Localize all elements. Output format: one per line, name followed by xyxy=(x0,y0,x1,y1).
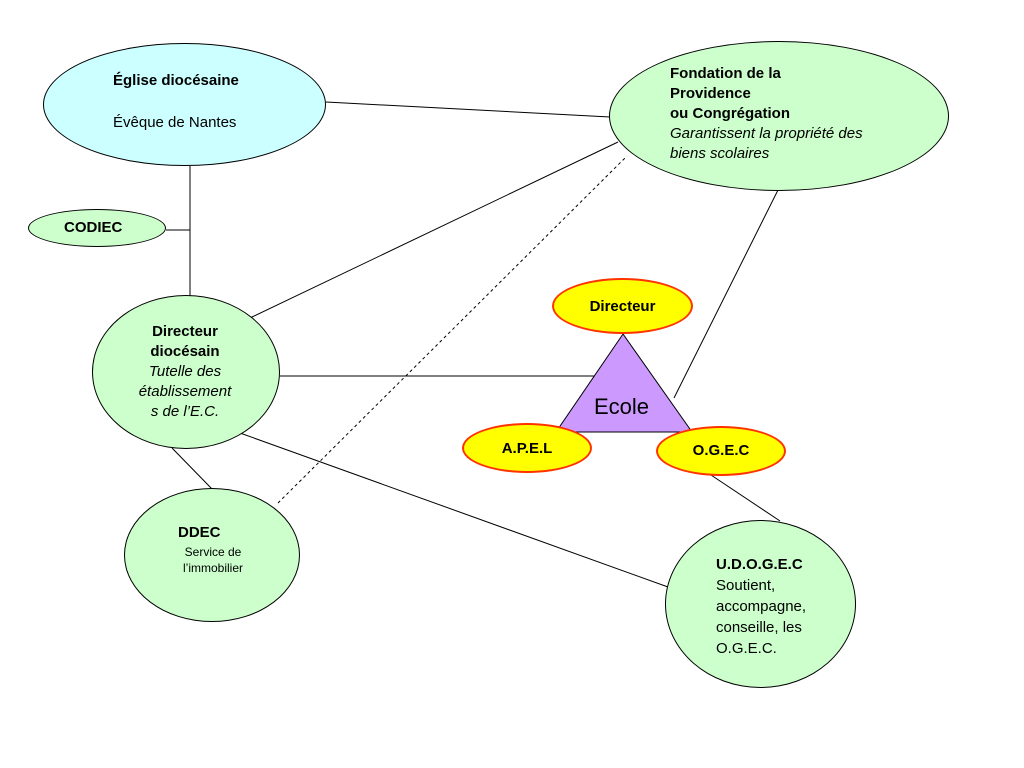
link-ogec-udogec xyxy=(710,474,781,522)
ddec-node xyxy=(124,488,300,622)
ecole-triangle xyxy=(555,333,693,433)
ogec-label: O.G.E.C xyxy=(692,442,750,459)
codiec-node xyxy=(28,209,166,247)
udogec-desc-line-3: conseille, les xyxy=(716,619,802,636)
ddec-desc: Service de l’immobilier xyxy=(163,544,263,576)
eglise-diocesaine-node xyxy=(43,43,326,166)
link-ddec-fondation-dashed xyxy=(277,155,628,504)
directeur-diocesain-text: Directeur diocésain Tutelle des établiss… xyxy=(110,322,260,422)
fondation-title-line-3: ou Congrégation xyxy=(670,105,790,122)
directeur-node xyxy=(552,278,693,334)
fondation-desc-line-2: biens scolaires xyxy=(670,145,770,162)
link-directeur-diocesain-udogec xyxy=(239,432,669,588)
udogec-desc-line-4: O.G.E.C. xyxy=(716,640,777,657)
ecole-label: Ecole xyxy=(594,394,650,419)
udogec-node xyxy=(665,520,856,688)
fondation-desc-line-1: Garantissent la propriété des xyxy=(670,125,863,142)
directeur-diocesain-title-line-1: Directeur xyxy=(152,323,218,340)
codiec-label: CODIEC xyxy=(64,219,123,236)
eglise-title: Église diocésaine xyxy=(113,72,239,89)
ddec-desc-line-2: l’immobilier xyxy=(182,561,243,575)
udogec-desc-line-2: accompagne, xyxy=(716,598,807,615)
link-fondation-directeur-diocesain xyxy=(249,141,619,319)
ddec-title: DDEC xyxy=(178,524,221,541)
ogec-node xyxy=(656,426,786,476)
udogec-desc-line-1: Soutient, xyxy=(716,577,776,594)
apel-label: A.P.E.L xyxy=(501,440,553,457)
apel-node xyxy=(462,423,592,473)
link-directeur-diocesain-ddec xyxy=(171,447,214,491)
link-fondation-ecole xyxy=(673,189,779,399)
directeur-diocesain-desc-line-3: s de l’E.C. xyxy=(150,403,220,420)
fondation-text: Fondation de la Providence ou Congrégati… xyxy=(670,64,863,164)
eglise-subtitle: Évêque de Nantes xyxy=(113,114,237,131)
directeur-diocesain-desc-line-2: établissement xyxy=(138,383,232,400)
udogec-text: U.D.O.G.E.C Soutient, accompagne, consei… xyxy=(716,554,806,659)
udogec-title: U.D.O.G.E.C xyxy=(716,556,803,573)
directeur-diocesain-desc-line-1: Tutelle des xyxy=(148,363,222,380)
directeur-diocesain-title-line-2: diocésain xyxy=(150,343,220,360)
fondation-node xyxy=(609,41,949,191)
link-eglise-fondation xyxy=(325,101,611,118)
ddec-desc-line-1: Service de xyxy=(184,545,242,559)
directeur-diocesain-node xyxy=(92,295,280,449)
fondation-title-line-1: Fondation de la xyxy=(670,65,781,82)
fondation-title-line-2: Providence xyxy=(670,85,751,102)
directeur-label: Directeur xyxy=(589,298,656,315)
